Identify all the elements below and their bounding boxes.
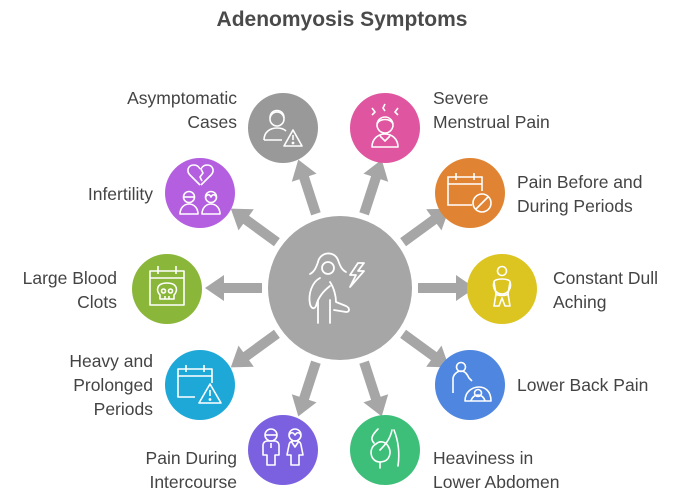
- label-lower-back-pain: Lower Back Pain: [517, 373, 648, 397]
- label-line: Lower Abdomen: [433, 472, 560, 492]
- label-line: Heaviness in: [433, 448, 534, 468]
- stressed-woman-icon: [371, 103, 399, 148]
- node-infertility: [165, 158, 235, 228]
- node-pain-during-intercourse: [248, 415, 318, 485]
- label-line: Large Blood: [22, 268, 117, 288]
- label-heaviness-lower-abdomen: Heaviness in Lower Abdomen: [433, 446, 559, 494]
- label-heavy-prolonged-periods: Heavy and Prolonged Periods: [69, 349, 153, 421]
- label-line: Severe: [433, 88, 489, 108]
- label-line: Aching: [553, 292, 607, 312]
- node-asymptomatic: [248, 93, 318, 163]
- calendar-blocked-icon: [447, 173, 492, 213]
- node-heaviness-lower-abdomen: [350, 415, 420, 485]
- calendar-warning-icon: [177, 365, 222, 404]
- center-node: [268, 216, 412, 360]
- back-pain-icon: [452, 361, 492, 402]
- calendar-skull-icon: [149, 266, 185, 306]
- node-lower-back-pain: [435, 350, 505, 420]
- label-large-blood-clots: Large Blood Clots: [23, 266, 117, 314]
- person-warning-icon: [263, 109, 303, 147]
- node-heavy-prolonged-periods: [165, 350, 235, 420]
- node-severe-menstrual-pain: [350, 93, 420, 163]
- node-pain-before-during: [435, 158, 505, 228]
- label-line: Prolonged: [73, 375, 153, 395]
- label-infertility: Infertility: [88, 182, 153, 206]
- person-holding-abdomen-icon: [492, 265, 512, 307]
- label-severe-menstrual-pain: Severe Menstrual Pain: [433, 86, 550, 134]
- label-line: Lower Back Pain: [517, 375, 649, 395]
- label-pain-before-during: Pain Before and During Periods: [517, 170, 643, 218]
- label-line: Asymptomatic: [127, 88, 237, 108]
- label-line: Pain During: [145, 448, 237, 468]
- label-pain-during-intercourse: Pain During Intercourse: [146, 446, 237, 494]
- woman-pain-lightning-icon: [308, 252, 365, 324]
- label-asymptomatic: Asymptomatic Cases: [127, 86, 237, 134]
- label-line: Pain Before and: [517, 172, 643, 192]
- label-constant-dull-aching: Constant Dull Aching: [553, 266, 658, 314]
- page-title: Adenomyosis Symptoms: [216, 8, 468, 31]
- label-line: Menstrual Pain: [433, 112, 550, 132]
- label-line: During Periods: [517, 196, 633, 216]
- label-line: Intercourse: [149, 472, 237, 492]
- broken-heart-couple-icon: [179, 164, 221, 215]
- couple-icon: [262, 428, 304, 466]
- label-line: Cases: [187, 112, 237, 132]
- label-line: Heavy and: [69, 351, 153, 371]
- abdomen-icon: [370, 428, 400, 469]
- label-line: Clots: [77, 292, 117, 312]
- label-line: Constant Dull: [553, 268, 659, 288]
- label-line: Periods: [93, 399, 153, 419]
- node-constant-dull-aching: [467, 254, 537, 324]
- label-line: Infertility: [87, 184, 153, 204]
- node-large-blood-clots: [132, 254, 202, 324]
